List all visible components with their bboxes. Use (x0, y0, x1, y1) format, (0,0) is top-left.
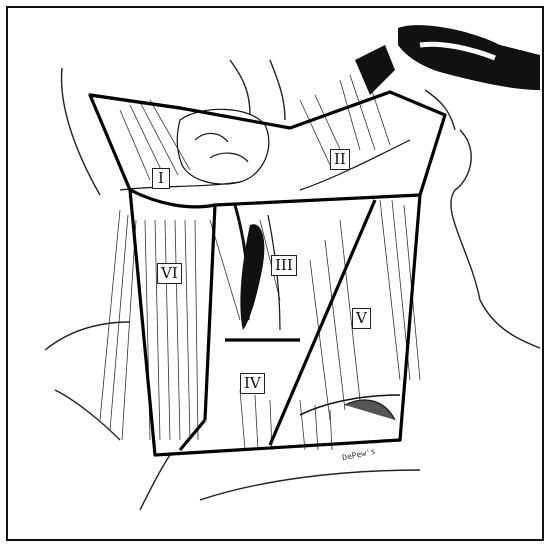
clavicle-shadow (345, 400, 395, 420)
level-II-label: II (330, 149, 350, 170)
level-VI-label: VI (157, 263, 182, 284)
level-I-label: I (152, 168, 170, 189)
level-boundaries (90, 92, 445, 455)
ear-icon (398, 25, 540, 90)
level-IV-label: IV (240, 373, 265, 394)
level-III-label: III (271, 255, 297, 276)
level-V-label: V (352, 308, 371, 329)
mastoid-shadow (355, 45, 395, 95)
